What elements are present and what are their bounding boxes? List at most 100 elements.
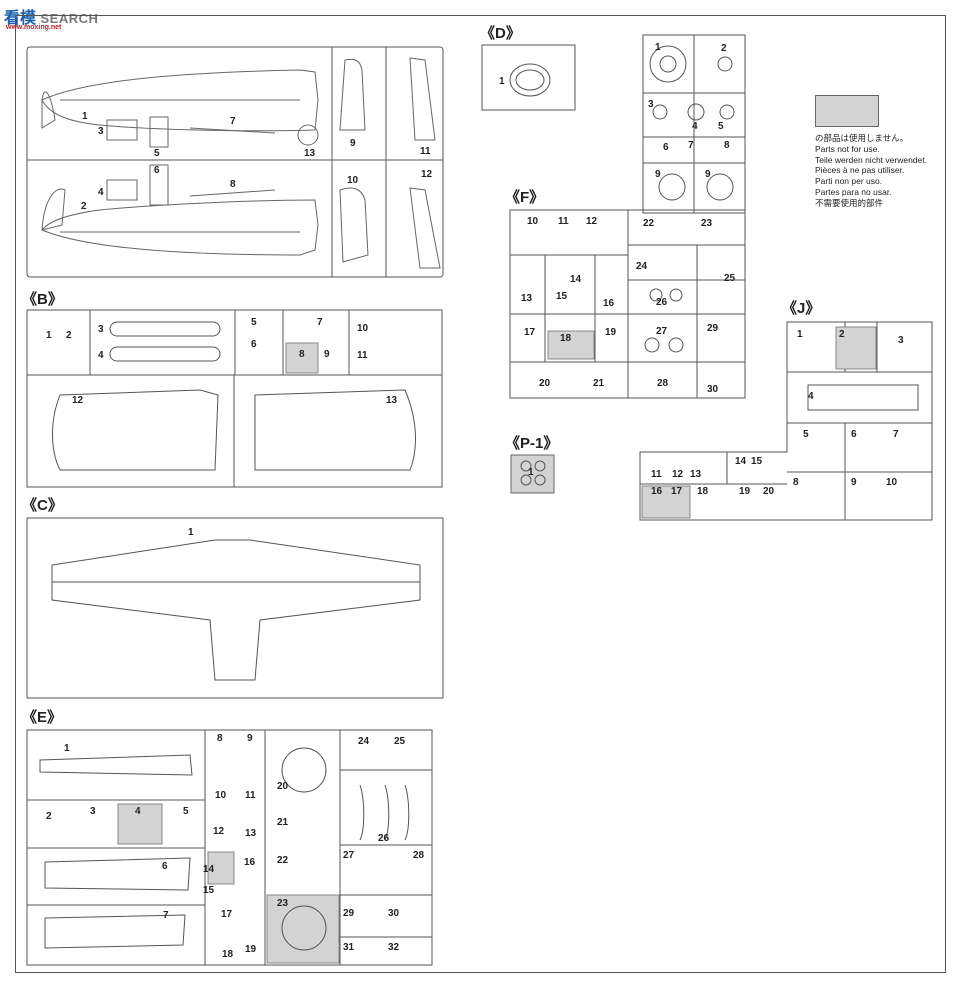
part-label: 31 [343, 942, 355, 953]
part-label: 14 [570, 274, 582, 285]
part-label: 2 [839, 329, 845, 340]
part-label: 19 [739, 486, 751, 497]
part-label: 9 [705, 169, 711, 180]
part-label: 13 [245, 828, 257, 839]
p1-part [520, 474, 532, 486]
part-label: 12 [72, 395, 84, 406]
part-label: 11 [357, 350, 368, 361]
part-label: 1 [499, 76, 505, 87]
legend-line: Parti non per uso. [815, 176, 883, 187]
part-label: 6 [162, 861, 168, 872]
part-label: 2 [81, 201, 87, 212]
part-label: 7 [163, 910, 169, 921]
j-unused-part-2 [835, 326, 877, 370]
logo-en: SEARCH [40, 11, 99, 26]
part-label: 3 [90, 806, 96, 817]
part-label: 9 [324, 349, 330, 360]
part-label: 11 [558, 216, 569, 227]
sprue-j-frame [639, 321, 933, 521]
part-label: 30 [707, 384, 719, 395]
part-label: 18 [222, 949, 234, 960]
part-label: 24 [636, 261, 648, 272]
part-label: 8 [230, 179, 236, 190]
part-label: 16 [651, 486, 663, 497]
part-label: 3 [898, 335, 904, 346]
section-f-title: 《F》 [505, 189, 545, 206]
part-label: 1 [64, 743, 70, 754]
sprue-c-frame [26, 517, 444, 699]
part-label: 18 [697, 486, 709, 497]
part-label: 28 [657, 378, 669, 389]
part-label: 13 [521, 293, 533, 304]
part-label: 29 [343, 908, 355, 919]
part-label: 12 [421, 169, 433, 180]
part-label: 21 [277, 817, 289, 828]
part-label: 5 [718, 121, 724, 132]
part-label: 1 [46, 330, 52, 341]
part-label: 15 [203, 885, 215, 896]
part-label: 19 [605, 327, 617, 338]
part-label: 1 [797, 329, 803, 340]
part-label: 2 [66, 330, 72, 341]
part-label: 32 [388, 942, 400, 953]
part-label: 25 [394, 736, 406, 747]
part-label: 7 [893, 429, 899, 440]
part-label: 19 [245, 944, 257, 955]
part-label: 10 [886, 477, 898, 488]
section-c-title: 《C》 [22, 497, 63, 514]
sprue-d-frame [481, 44, 576, 111]
part-label: 4 [98, 350, 104, 361]
part-label: 11 [420, 146, 431, 157]
part-label: 17 [524, 327, 536, 338]
engine-sprue-frame [642, 34, 746, 214]
logo-url: www.moxing.net [6, 24, 62, 31]
unused-parts-swatch [815, 95, 879, 127]
part-label: 28 [413, 850, 425, 861]
part-label: 6 [851, 429, 857, 440]
legend-line: の部品は使用しません。 [815, 133, 909, 143]
part-label: 13 [690, 469, 702, 480]
part-label: 9 [655, 169, 661, 180]
part-label: 13 [304, 148, 316, 159]
part-label: 26 [656, 297, 668, 308]
part-label: 29 [707, 323, 719, 334]
legend-line: Teile werden nicht verwendet. [815, 154, 927, 165]
part-label: 3 [648, 99, 654, 110]
part-label: 14 [203, 864, 215, 875]
part-label: 1 [655, 42, 661, 53]
sprue-b-frame [26, 309, 443, 488]
part-label: 10 [215, 790, 227, 801]
part-label: 4 [692, 121, 698, 132]
sprue-e-frame [26, 729, 433, 966]
part-label: 26 [378, 833, 390, 844]
part-label: 17 [221, 909, 233, 920]
part-label: 11 [651, 469, 662, 480]
part-label: 20 [763, 486, 775, 497]
p1-part [520, 460, 532, 472]
part-label: 22 [277, 855, 289, 866]
part-label: 6 [663, 142, 669, 153]
part-label: 15 [556, 291, 568, 302]
part-label: 10 [357, 323, 369, 334]
part-label: 15 [751, 456, 763, 467]
part-label: 8 [217, 733, 223, 744]
sprue-a-frame [26, 46, 444, 278]
e-unused-part-4 [117, 803, 163, 845]
part-label: 27 [656, 326, 668, 337]
part-label: 6 [251, 339, 257, 350]
section-p1-title: 《P-1》 [505, 435, 559, 452]
part-label: 30 [388, 908, 400, 919]
sprue-f-frame [509, 209, 746, 399]
part-label: 14 [735, 456, 747, 467]
part-label: 17 [671, 486, 683, 497]
part-label: 1 [188, 527, 194, 538]
e-unused-part-14 [207, 851, 235, 885]
legend-line: 不需要使用的部件 [815, 197, 884, 208]
part-label: 3 [98, 324, 104, 335]
part-label: 7 [230, 116, 236, 127]
p1-part [534, 474, 546, 486]
b-unused-part [285, 342, 319, 374]
part-label: 20 [277, 781, 289, 792]
legend-line: Partes para no usar. [815, 186, 892, 197]
section-e-title: 《E》 [22, 709, 63, 726]
